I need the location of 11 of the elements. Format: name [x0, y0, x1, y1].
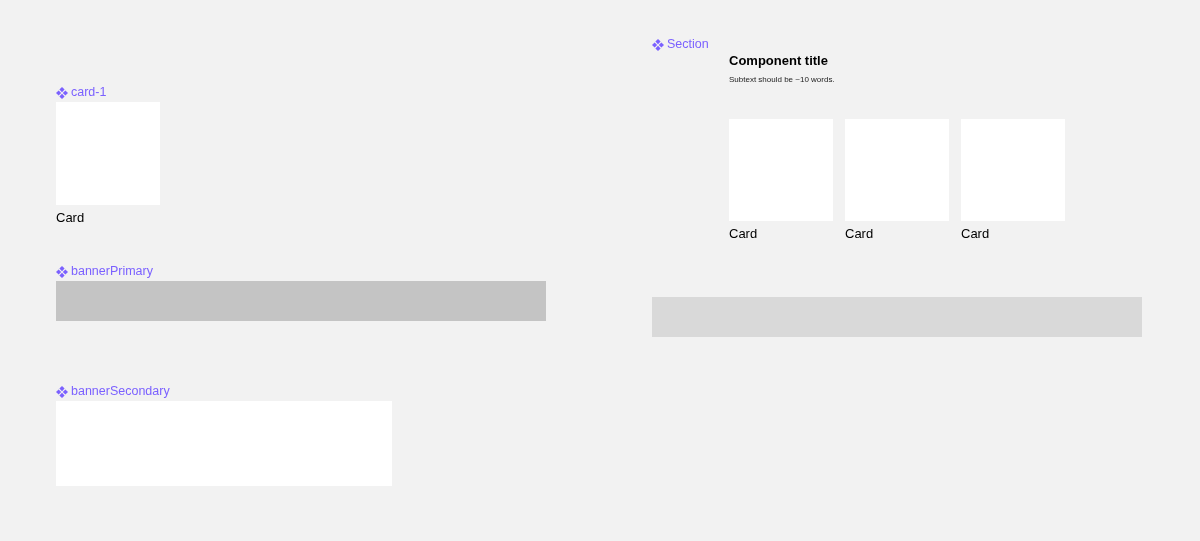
card-title: Card	[845, 226, 874, 242]
section-title: Component title	[729, 53, 828, 69]
card-title: Card	[961, 226, 990, 242]
card-title: Card	[56, 210, 85, 226]
banner-bar	[652, 297, 1142, 337]
component-name: Section	[667, 37, 709, 51]
component-name: bannerPrimary	[71, 264, 153, 278]
card-title: Card	[729, 226, 758, 242]
section-subtext: Subtext should be ~10 words.	[729, 75, 835, 85]
component-name: card-1	[71, 85, 107, 99]
component-name: bannerSecondary	[71, 384, 170, 398]
